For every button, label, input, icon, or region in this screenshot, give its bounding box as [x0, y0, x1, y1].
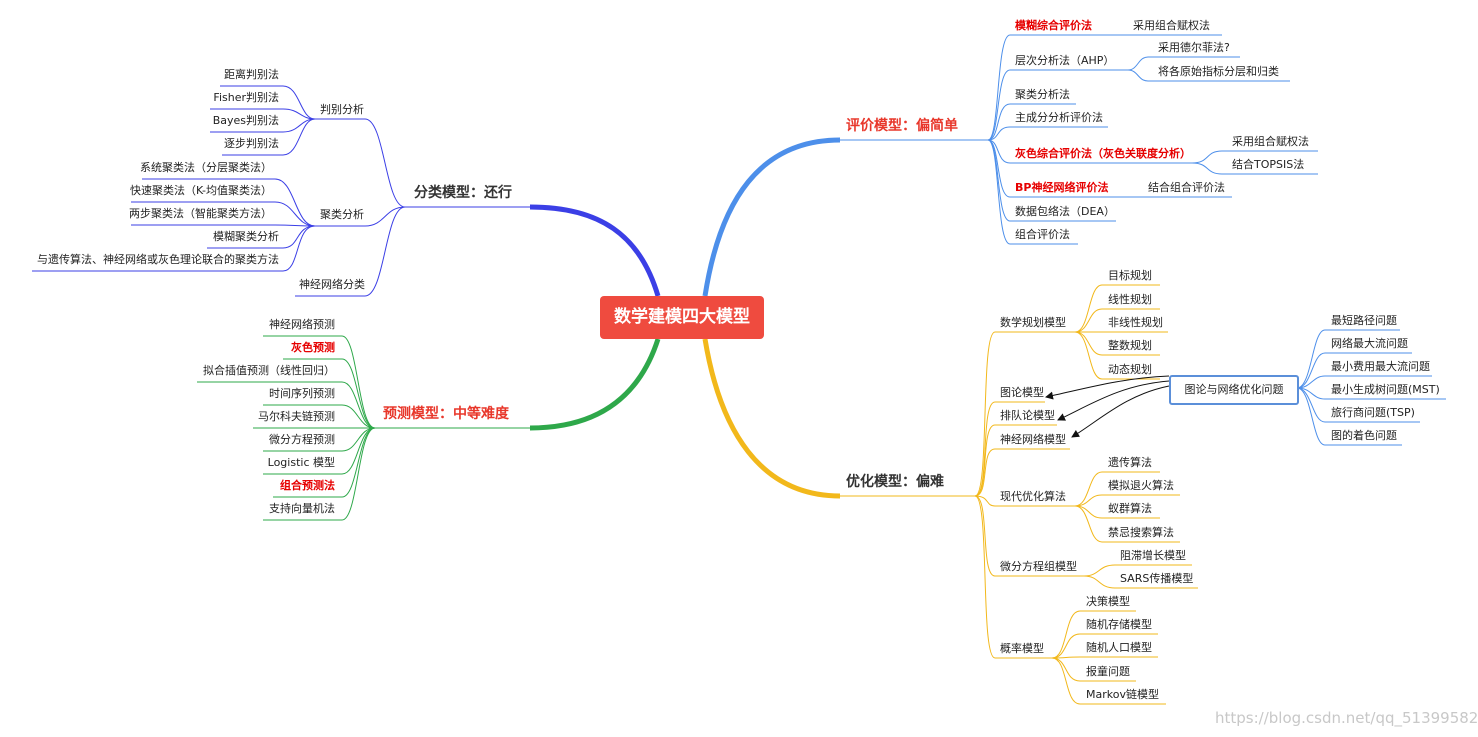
cluster-item[interactable]: 与遗传算法、神经网络或灰色理论联合的聚类方法 [37, 253, 279, 266]
opt-prob-item[interactable]: 随机存储模型 [1086, 618, 1152, 631]
eval-bp[interactable]: BP神经网络评价法 [1015, 181, 1109, 194]
predict-item[interactable]: Logistic 模型 [267, 456, 335, 469]
opt-modern[interactable]: 现代优化算法 [1000, 490, 1066, 503]
discriminant-item[interactable]: 逐步判别法 [224, 137, 279, 150]
discriminant-item[interactable]: Bayes判别法 [212, 114, 279, 127]
discriminant-item[interactable]: 距离判别法 [224, 68, 279, 81]
eval-grey-child[interactable]: 结合TOPSIS法 [1232, 158, 1305, 171]
eval-dea[interactable]: 数据包络法（DEA） [1015, 205, 1115, 218]
discriminant-label[interactable]: 判别分析 [320, 103, 364, 116]
predict-title[interactable]: 预测模型：中等难度 [383, 406, 509, 422]
eval-grey-child[interactable]: 采用组合赋权法 [1232, 135, 1309, 148]
network-item[interactable]: 最短路径问题 [1331, 314, 1397, 327]
opt-queue[interactable]: 排队论模型 [1000, 409, 1055, 422]
network-item[interactable]: 网络最大流问题 [1331, 337, 1408, 350]
branch-evaluate [702, 137, 841, 297]
opt-diff-item[interactable]: SARS传播模型 [1120, 572, 1194, 585]
opt-math[interactable]: 数学规划模型 [1000, 316, 1066, 329]
eval-ahp[interactable]: 层次分析法（AHP） [1015, 54, 1115, 67]
opt-prob-item[interactable]: 随机人口模型 [1086, 641, 1152, 654]
predict-item[interactable]: 组合预测法 [280, 479, 335, 492]
opt-math-item[interactable]: 非线性规划 [1108, 316, 1163, 329]
predict-item[interactable]: 马尔科夫链预测 [258, 410, 335, 423]
eval-cluster[interactable]: 聚类分析法 [1015, 88, 1070, 101]
network-optimization-box[interactable]: 图论与网络优化问题 [1169, 375, 1299, 405]
opt-modern-item[interactable]: 模拟退火算法 [1108, 479, 1174, 492]
opt-math-item[interactable]: 线性规划 [1108, 293, 1152, 306]
predict-item[interactable]: 灰色预测 [291, 341, 335, 354]
cluster-item[interactable]: 快速聚类法（K-均值聚类法） [129, 184, 272, 197]
cluster-label[interactable]: 聚类分析 [320, 208, 364, 221]
network-item[interactable]: 旅行商问题(TSP) [1331, 406, 1415, 419]
opt-prob[interactable]: 概率模型 [1000, 642, 1044, 655]
predict-item[interactable]: 拟合插值预测（线性回归） [203, 364, 335, 377]
network-item[interactable]: 最小费用最大流问题 [1331, 360, 1430, 373]
opt-graph[interactable]: 图论模型 [1000, 386, 1044, 399]
evaluate-title[interactable]: 评价模型：偏简单 [846, 118, 958, 134]
predict-item[interactable]: 微分方程预测 [269, 433, 335, 446]
network-item[interactable]: 图的着色问题 [1331, 429, 1397, 442]
opt-modern-item[interactable]: 遗传算法 [1108, 456, 1152, 469]
opt-prob-item[interactable]: 决策模型 [1086, 595, 1130, 608]
branch-classify [529, 204, 661, 297]
opt-diff-item[interactable]: 阻滞增长模型 [1120, 549, 1186, 562]
predict-item[interactable]: 支持向量机法 [269, 502, 335, 515]
cluster-item[interactable]: 模糊聚类分析 [213, 230, 279, 243]
cluster-item[interactable]: 系统聚类法（分层聚类法） [140, 161, 272, 174]
opt-math-item[interactable]: 目标规划 [1108, 269, 1152, 282]
opt-math-item[interactable]: 整数规划 [1108, 339, 1152, 352]
eval-fuzzy[interactable]: 模糊综合评价法 [1015, 19, 1092, 32]
network-item[interactable]: 最小生成树问题(MST) [1331, 383, 1440, 396]
eval-bp-child[interactable]: 结合组合评价法 [1148, 181, 1225, 194]
opt-prob-item[interactable]: Markov链模型 [1086, 688, 1159, 701]
opt-prob-item[interactable]: 报童问题 [1086, 665, 1130, 678]
root-node[interactable]: 数学建模四大模型 [600, 296, 764, 339]
opt-modern-item[interactable]: 蚁群算法 [1108, 502, 1152, 515]
eval-grey[interactable]: 灰色综合评价法（灰色关联度分析） [1015, 147, 1191, 160]
predict-item[interactable]: 神经网络预测 [269, 318, 335, 331]
opt-math-item[interactable]: 动态规划 [1108, 363, 1152, 376]
classify-title[interactable]: 分类模型：还行 [414, 185, 512, 201]
eval-ahp-child[interactable]: 将各原始指标分层和归类 [1158, 65, 1279, 78]
eval-ahp-child[interactable]: 采用德尔菲法? [1158, 41, 1230, 54]
opt-diff[interactable]: 微分方程组模型 [1000, 560, 1077, 573]
eval-fuzzy-child[interactable]: 采用组合赋权法 [1133, 19, 1210, 32]
neural-classify[interactable]: 神经网络分类 [299, 278, 365, 291]
branch-optimize [702, 338, 841, 499]
cluster-item[interactable]: 两步聚类法（智能聚类方法） [129, 207, 272, 220]
opt-neural[interactable]: 神经网络模型 [1000, 433, 1066, 446]
predict-item[interactable]: 时间序列预测 [269, 387, 335, 400]
optimize-title[interactable]: 优化模型：偏难 [846, 474, 944, 490]
eval-combo[interactable]: 组合评价法 [1015, 228, 1070, 241]
watermark: https://blog.csdn.net/qq_51399582 [1215, 709, 1478, 727]
eval-pca[interactable]: 主成分分析评价法 [1015, 111, 1103, 124]
opt-modern-item[interactable]: 禁忌搜索算法 [1108, 526, 1174, 539]
branch-predict [529, 338, 661, 431]
discriminant-item[interactable]: Fisher判别法 [213, 91, 279, 104]
